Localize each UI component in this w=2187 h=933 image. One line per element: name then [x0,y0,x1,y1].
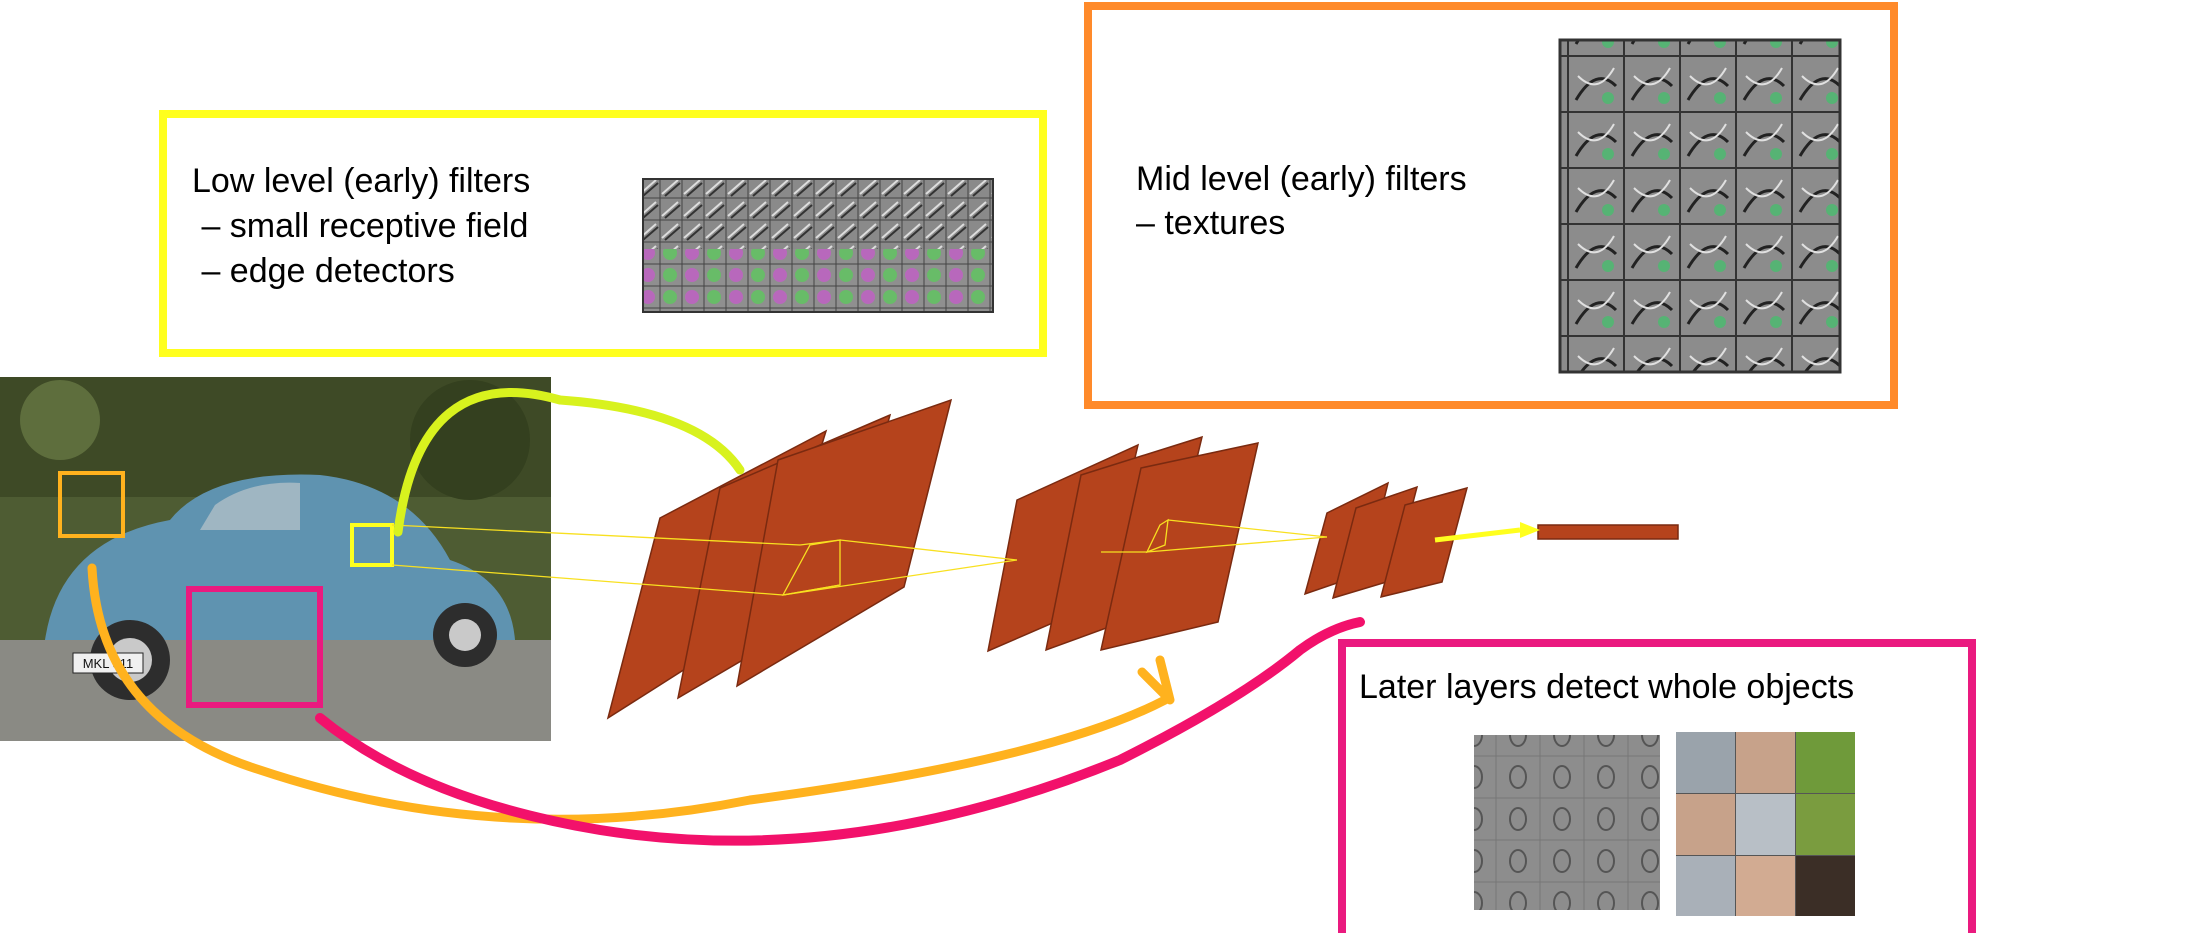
volkswagen-beetle-photo: MKL 511 [0,377,551,741]
lime-arrow [393,387,745,537]
mid-level-title: Mid level (early) filters [1136,160,1467,198]
later-layers-box [1338,639,1976,933]
magenta-arrow [315,617,1365,846]
yellow-output-arrowhead [1520,522,1540,538]
layer-stack-2 [986,435,1259,653]
yellow-output-arrow [1434,527,1521,543]
mid-level-item-textures: – textures [1136,204,1286,242]
low-level-item-edge-detectors: – edge detectors [192,252,455,290]
receptive-field-box-yellow [350,523,394,567]
later-layers-title: Later layers detect whole objects [1359,668,1855,706]
receptive-field-box-orange [58,471,125,538]
object-photo-grid [1676,732,1855,916]
low-level-box [159,110,1047,357]
layer-stack-1 [606,398,953,720]
orange-arrowhead [1137,655,1175,705]
output-vector-bar [1537,524,1679,540]
projection-rays [391,518,1328,596]
object-filter-grid [1474,735,1660,910]
layer-stack-3 [1303,481,1469,600]
texture-filter-grid [1558,38,1842,374]
license-plate-text: MKL 511 [83,656,134,671]
gabor-filter-grid [642,178,994,313]
mid-level-box [1084,2,1898,409]
low-level-item-receptive-field: – small receptive field [192,207,529,245]
low-level-title: Low level (early) filters [192,162,531,200]
receptive-field-box-magenta [186,586,323,708]
